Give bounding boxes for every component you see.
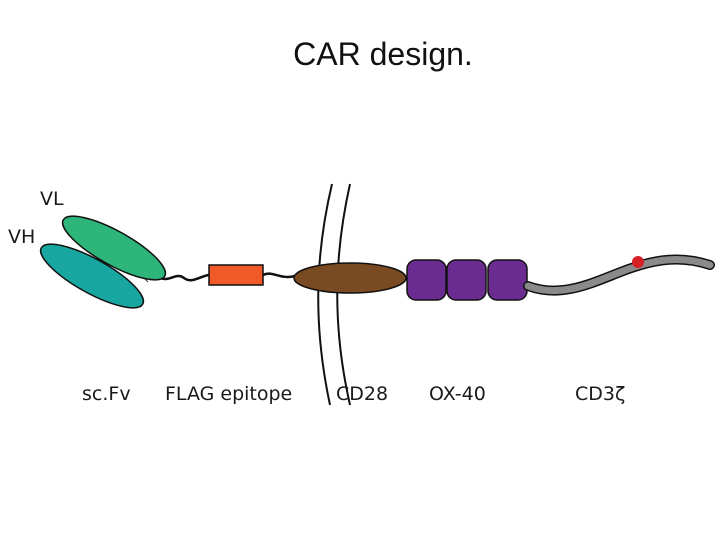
linker-flag-cd28 xyxy=(262,272,296,279)
vh-domain xyxy=(39,243,145,309)
cd3z-label: CD3ζ xyxy=(575,383,626,405)
cd28-label: CD28 xyxy=(336,383,389,405)
vl-domain xyxy=(61,215,167,281)
scfv-label: sc.Fv xyxy=(82,383,131,405)
linker-scfv-flag xyxy=(159,273,210,282)
phosphorylation-dot xyxy=(632,256,644,268)
membrane-line-inner xyxy=(336,183,351,406)
membrane-line-outer xyxy=(317,183,333,406)
vh-label: VH xyxy=(8,226,36,248)
flag-epitope-box xyxy=(208,264,264,286)
cd3z-tail xyxy=(524,256,714,295)
vl-label: VL xyxy=(40,188,64,210)
flag-epitope-label: FLAG epitope xyxy=(165,383,293,405)
ox40-label: OX-40 xyxy=(429,383,486,405)
ox40-domain-2 xyxy=(446,259,487,301)
ox40-domain-1 xyxy=(406,259,447,301)
cd28-domain xyxy=(293,262,407,294)
ox40-domain-3 xyxy=(487,259,528,301)
slide-title: CAR design. xyxy=(293,36,473,72)
